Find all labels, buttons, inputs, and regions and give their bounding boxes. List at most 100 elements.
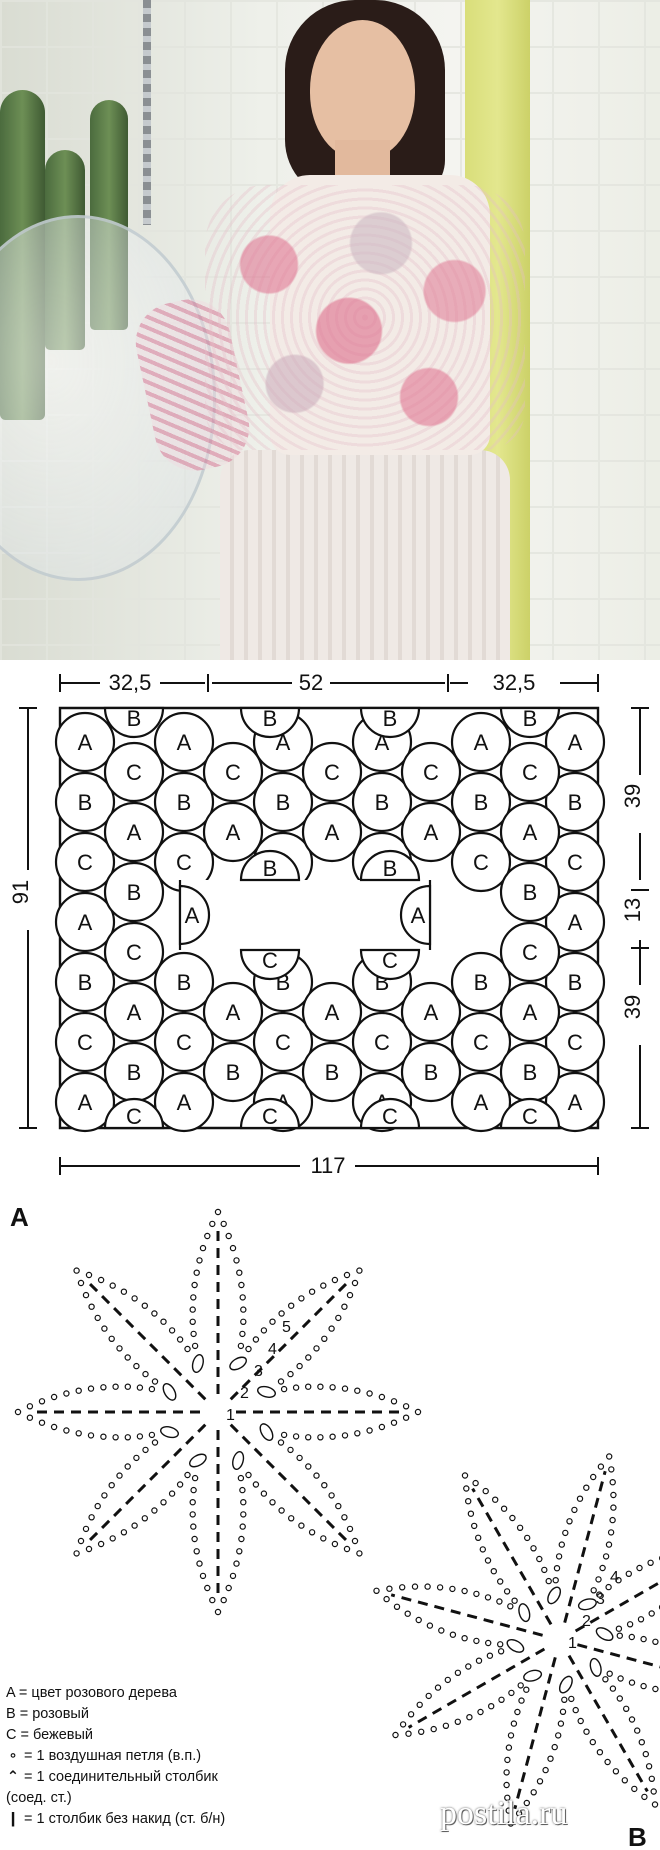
chain-stitch [386, 1585, 393, 1592]
motif-a-label: A [10, 1202, 29, 1232]
chain-stitch [402, 1403, 410, 1410]
chain-stitch [444, 1676, 451, 1684]
chain-stitch [87, 1385, 95, 1392]
chain-stitch [576, 1495, 584, 1502]
motif-circle [301, 741, 363, 803]
motif-letter: A [474, 730, 489, 755]
motif-letter: A [568, 730, 583, 755]
double-crochet-group [160, 1426, 179, 1439]
motif-circle [351, 771, 413, 833]
chain-stitch [189, 1306, 196, 1313]
motif-half [499, 1097, 561, 1130]
chain-stitch [530, 1545, 537, 1552]
chain-stitch [503, 1588, 511, 1595]
legend-text: A = цвет розового дерева [6, 1685, 177, 1701]
motif-letter: C [522, 1104, 538, 1129]
motif-circle [54, 831, 116, 893]
chain-stitch [634, 1727, 641, 1734]
motif-letter: C [324, 760, 340, 785]
motif-half [359, 1097, 421, 1130]
chain-stitch [558, 1541, 566, 1548]
motif-circle [544, 831, 606, 893]
chain-stitch [308, 1529, 316, 1536]
motif-letter: C [262, 1104, 278, 1129]
chain-stitch [402, 1414, 410, 1421]
chain-stitch [351, 1279, 359, 1287]
chain-stitch [536, 1555, 543, 1563]
chain-stitch [571, 1506, 578, 1514]
chain-stitch [277, 1439, 285, 1446]
chain-stitch [607, 1529, 615, 1536]
chain-stitch [292, 1433, 300, 1440]
chain-stitch [496, 1598, 503, 1605]
chain-stitch [136, 1433, 144, 1440]
chain-stitch [109, 1282, 116, 1289]
chain-stitch [648, 1775, 656, 1783]
chain-stitch [287, 1370, 294, 1378]
chain-stitch [277, 1378, 285, 1385]
double-crochet-group [257, 1385, 276, 1398]
chain-stitch [308, 1288, 316, 1295]
chain-stitch [191, 1281, 198, 1289]
chain-stitch [503, 1781, 510, 1789]
chain-stitch [485, 1639, 492, 1647]
chain-stitch [510, 1720, 518, 1727]
chain-stitch [518, 1697, 525, 1704]
chain-stitch [625, 1570, 633, 1578]
dim-top-left: 32,5 [109, 670, 152, 695]
motif-letter: C [176, 850, 192, 875]
motif-circle [400, 981, 462, 1043]
motif-half [399, 884, 432, 946]
motif-circle [544, 771, 606, 833]
chain-stitch [87, 1432, 95, 1439]
motif-letter: A [78, 1090, 93, 1115]
chain-stitch [505, 1807, 512, 1814]
motif-letter: B [383, 706, 398, 731]
chain-stitch [260, 1327, 268, 1334]
motif-letter: B [177, 970, 192, 995]
motif-letter: C [126, 760, 142, 785]
single-crochet-spoke [390, 1593, 543, 1637]
round-number: 3 [254, 1363, 263, 1380]
motif-letter: C [382, 948, 398, 973]
motif-letter: B [523, 706, 538, 731]
chain-stitch [604, 1758, 611, 1766]
chain-stitch [590, 1587, 597, 1594]
chain-stitch [606, 1670, 613, 1677]
chain-stitch [50, 1423, 58, 1431]
chain-stitch [38, 1398, 46, 1405]
chain-stitch [500, 1505, 508, 1512]
motif-letter: A [411, 903, 426, 928]
chain-stitch [346, 1291, 354, 1299]
chain-stitch [278, 1310, 285, 1317]
chain-stitch [641, 1793, 648, 1801]
motif-letter: C [374, 1030, 390, 1055]
chain-stitch [623, 1705, 630, 1713]
chain-stitch [141, 1515, 148, 1522]
chain-stitch [85, 1271, 93, 1279]
chain-stitch [354, 1430, 361, 1437]
chain-stitch [237, 1342, 245, 1350]
chain-stitch [609, 1516, 616, 1524]
double-crochet-group [558, 1675, 573, 1694]
chain-stitch [209, 1220, 216, 1228]
chain-stitch [343, 1545, 351, 1553]
chain-stitch [610, 1491, 617, 1499]
chain-stitch [341, 1432, 349, 1439]
chain-stitch [514, 1708, 521, 1716]
motif-circle [103, 981, 165, 1043]
dim-right-mid: 13 [620, 898, 645, 922]
dim-top-right: 32,5 [493, 670, 536, 695]
single-crochet-spoke [577, 1643, 660, 1669]
chain-stitch [557, 1720, 565, 1727]
chain-stitch [196, 1560, 203, 1567]
chain-stitch [638, 1738, 646, 1746]
chain-stitch [392, 1731, 399, 1739]
motif-half [239, 706, 301, 739]
chain-stitch [434, 1684, 442, 1691]
chain-stitch [191, 1474, 199, 1482]
motif-letter: A [177, 1090, 192, 1115]
legend-text: = 1 столбик без накид (ст. б/н) [24, 1811, 226, 1827]
motif-circle [450, 771, 512, 833]
